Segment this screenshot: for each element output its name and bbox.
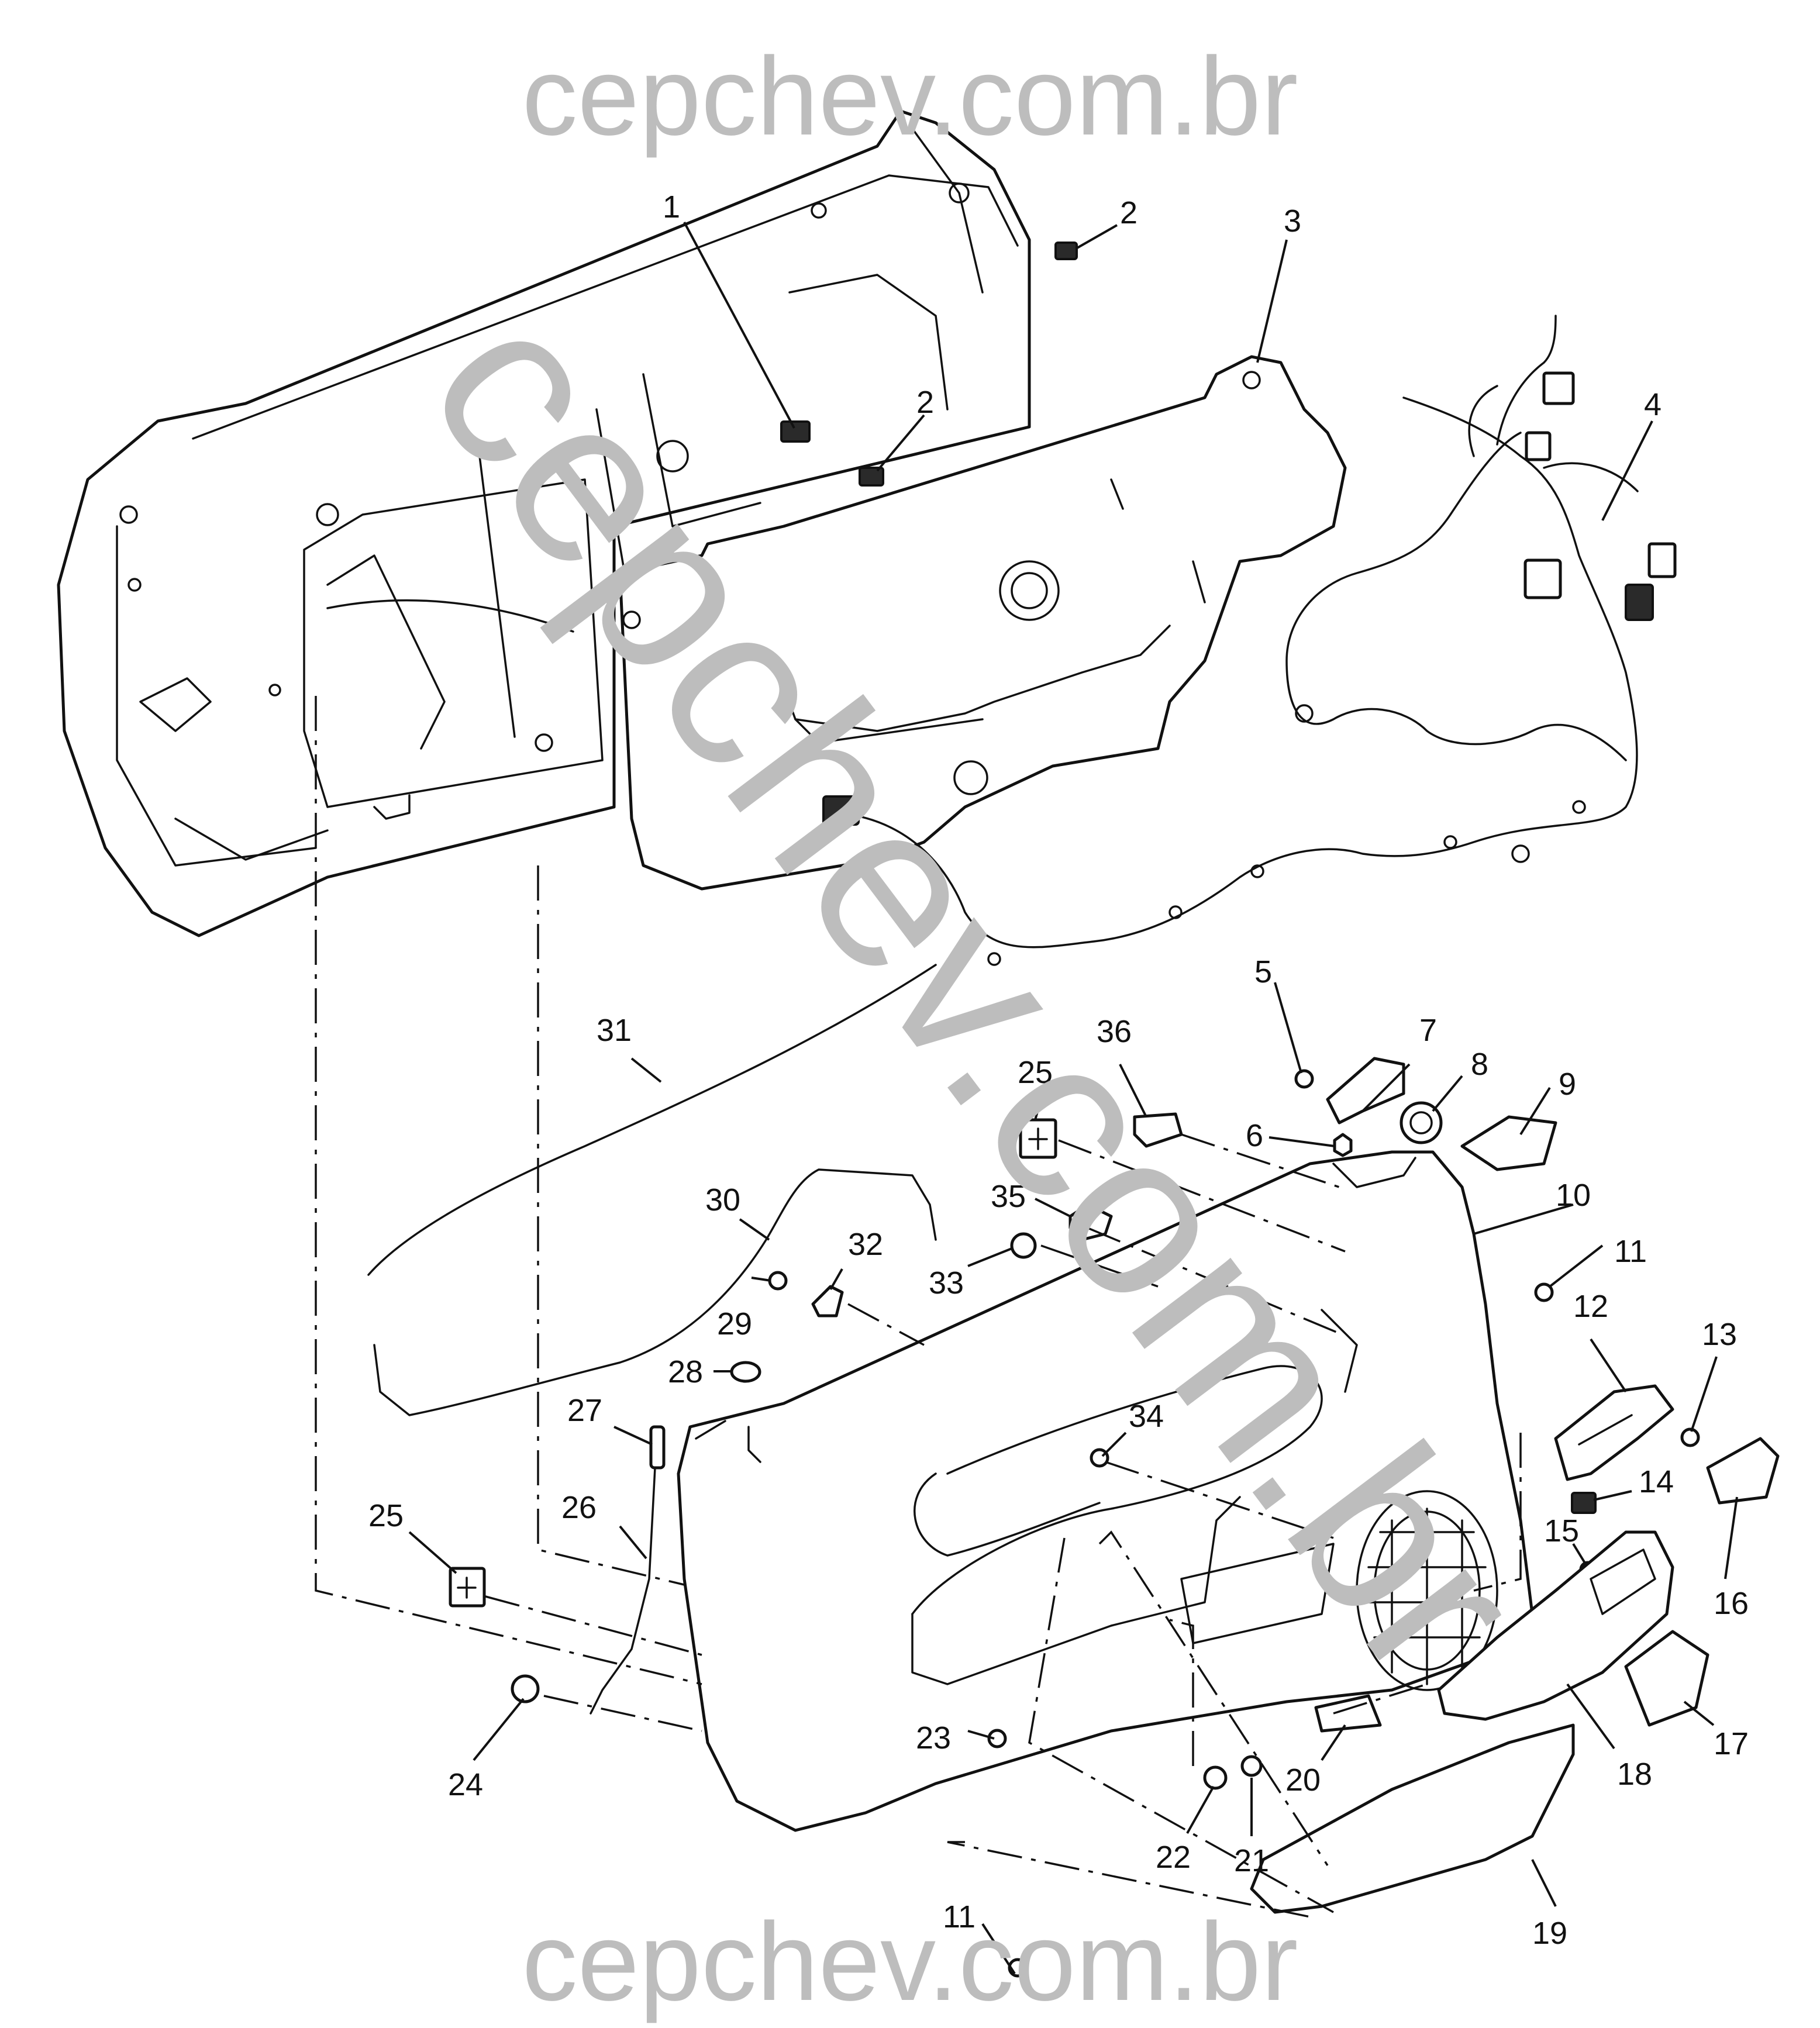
callout-19: 19 [1532, 1916, 1567, 1951]
callout-25-lower: 25 [368, 1498, 404, 1533]
callout-11-upper: 11 [1614, 1234, 1647, 1269]
callout-1: 1 [663, 189, 680, 225]
callout-8: 8 [1471, 1047, 1488, 1082]
watermark-top: cepchev.com.br [522, 35, 1298, 158]
callout-12: 12 [1573, 1289, 1608, 1324]
callout-26: 26 [561, 1490, 597, 1525]
callout-22: 22 [1156, 1840, 1191, 1875]
leader-lines [408, 222, 1738, 1975]
callout-23: 23 [916, 1720, 951, 1755]
watermark-bottom: cepchev.com.br [522, 1900, 1298, 2024]
callout-18: 18 [1617, 1757, 1652, 1792]
callout-24: 24 [448, 1767, 483, 1802]
callout-17: 17 [1714, 1726, 1749, 1761]
callout-4: 4 [1644, 387, 1662, 422]
callout-25-upper: 25 [1018, 1055, 1053, 1090]
callout-2-lower: 2 [916, 385, 934, 420]
callout-14: 14 [1639, 1464, 1674, 1499]
callout-33: 33 [929, 1265, 964, 1301]
callout-3: 3 [1284, 204, 1301, 239]
door-trim-panel [677, 1150, 1534, 1832]
callout-29: 29 [717, 1306, 752, 1341]
callout-9: 9 [1559, 1067, 1576, 1102]
callout-31: 31 [597, 1013, 632, 1048]
callout-16: 16 [1714, 1586, 1749, 1621]
callout-30: 30 [705, 1182, 740, 1218]
callout-labels: 1 2 2 3 4 5 6 7 8 9 10 11 12 13 14 15 16… [368, 189, 1749, 1951]
door-wiring-harness [822, 315, 1677, 966]
callout-28: 28 [668, 1354, 703, 1389]
water-deflector [618, 355, 1347, 891]
door-frame [57, 109, 1078, 937]
callout-15: 15 [1544, 1513, 1579, 1548]
small-parts [367, 964, 1780, 1978]
callout-20: 20 [1285, 1763, 1321, 1798]
callout-6: 6 [1246, 1118, 1263, 1153]
callout-27: 27 [567, 1393, 602, 1428]
callout-32: 32 [848, 1227, 883, 1262]
callout-35: 35 [991, 1179, 1026, 1214]
callout-34: 34 [1129, 1399, 1164, 1434]
callout-2-upper: 2 [1120, 195, 1138, 230]
alignment-lines [315, 696, 1522, 1919]
callout-5: 5 [1254, 954, 1272, 989]
callout-11-lower: 11 [943, 1899, 976, 1934]
callout-10: 10 [1556, 1178, 1591, 1213]
callout-13: 13 [1702, 1317, 1737, 1352]
callout-7: 7 [1419, 1013, 1437, 1048]
callout-21: 21 [1234, 1843, 1269, 1878]
callout-36: 36 [1097, 1014, 1132, 1049]
